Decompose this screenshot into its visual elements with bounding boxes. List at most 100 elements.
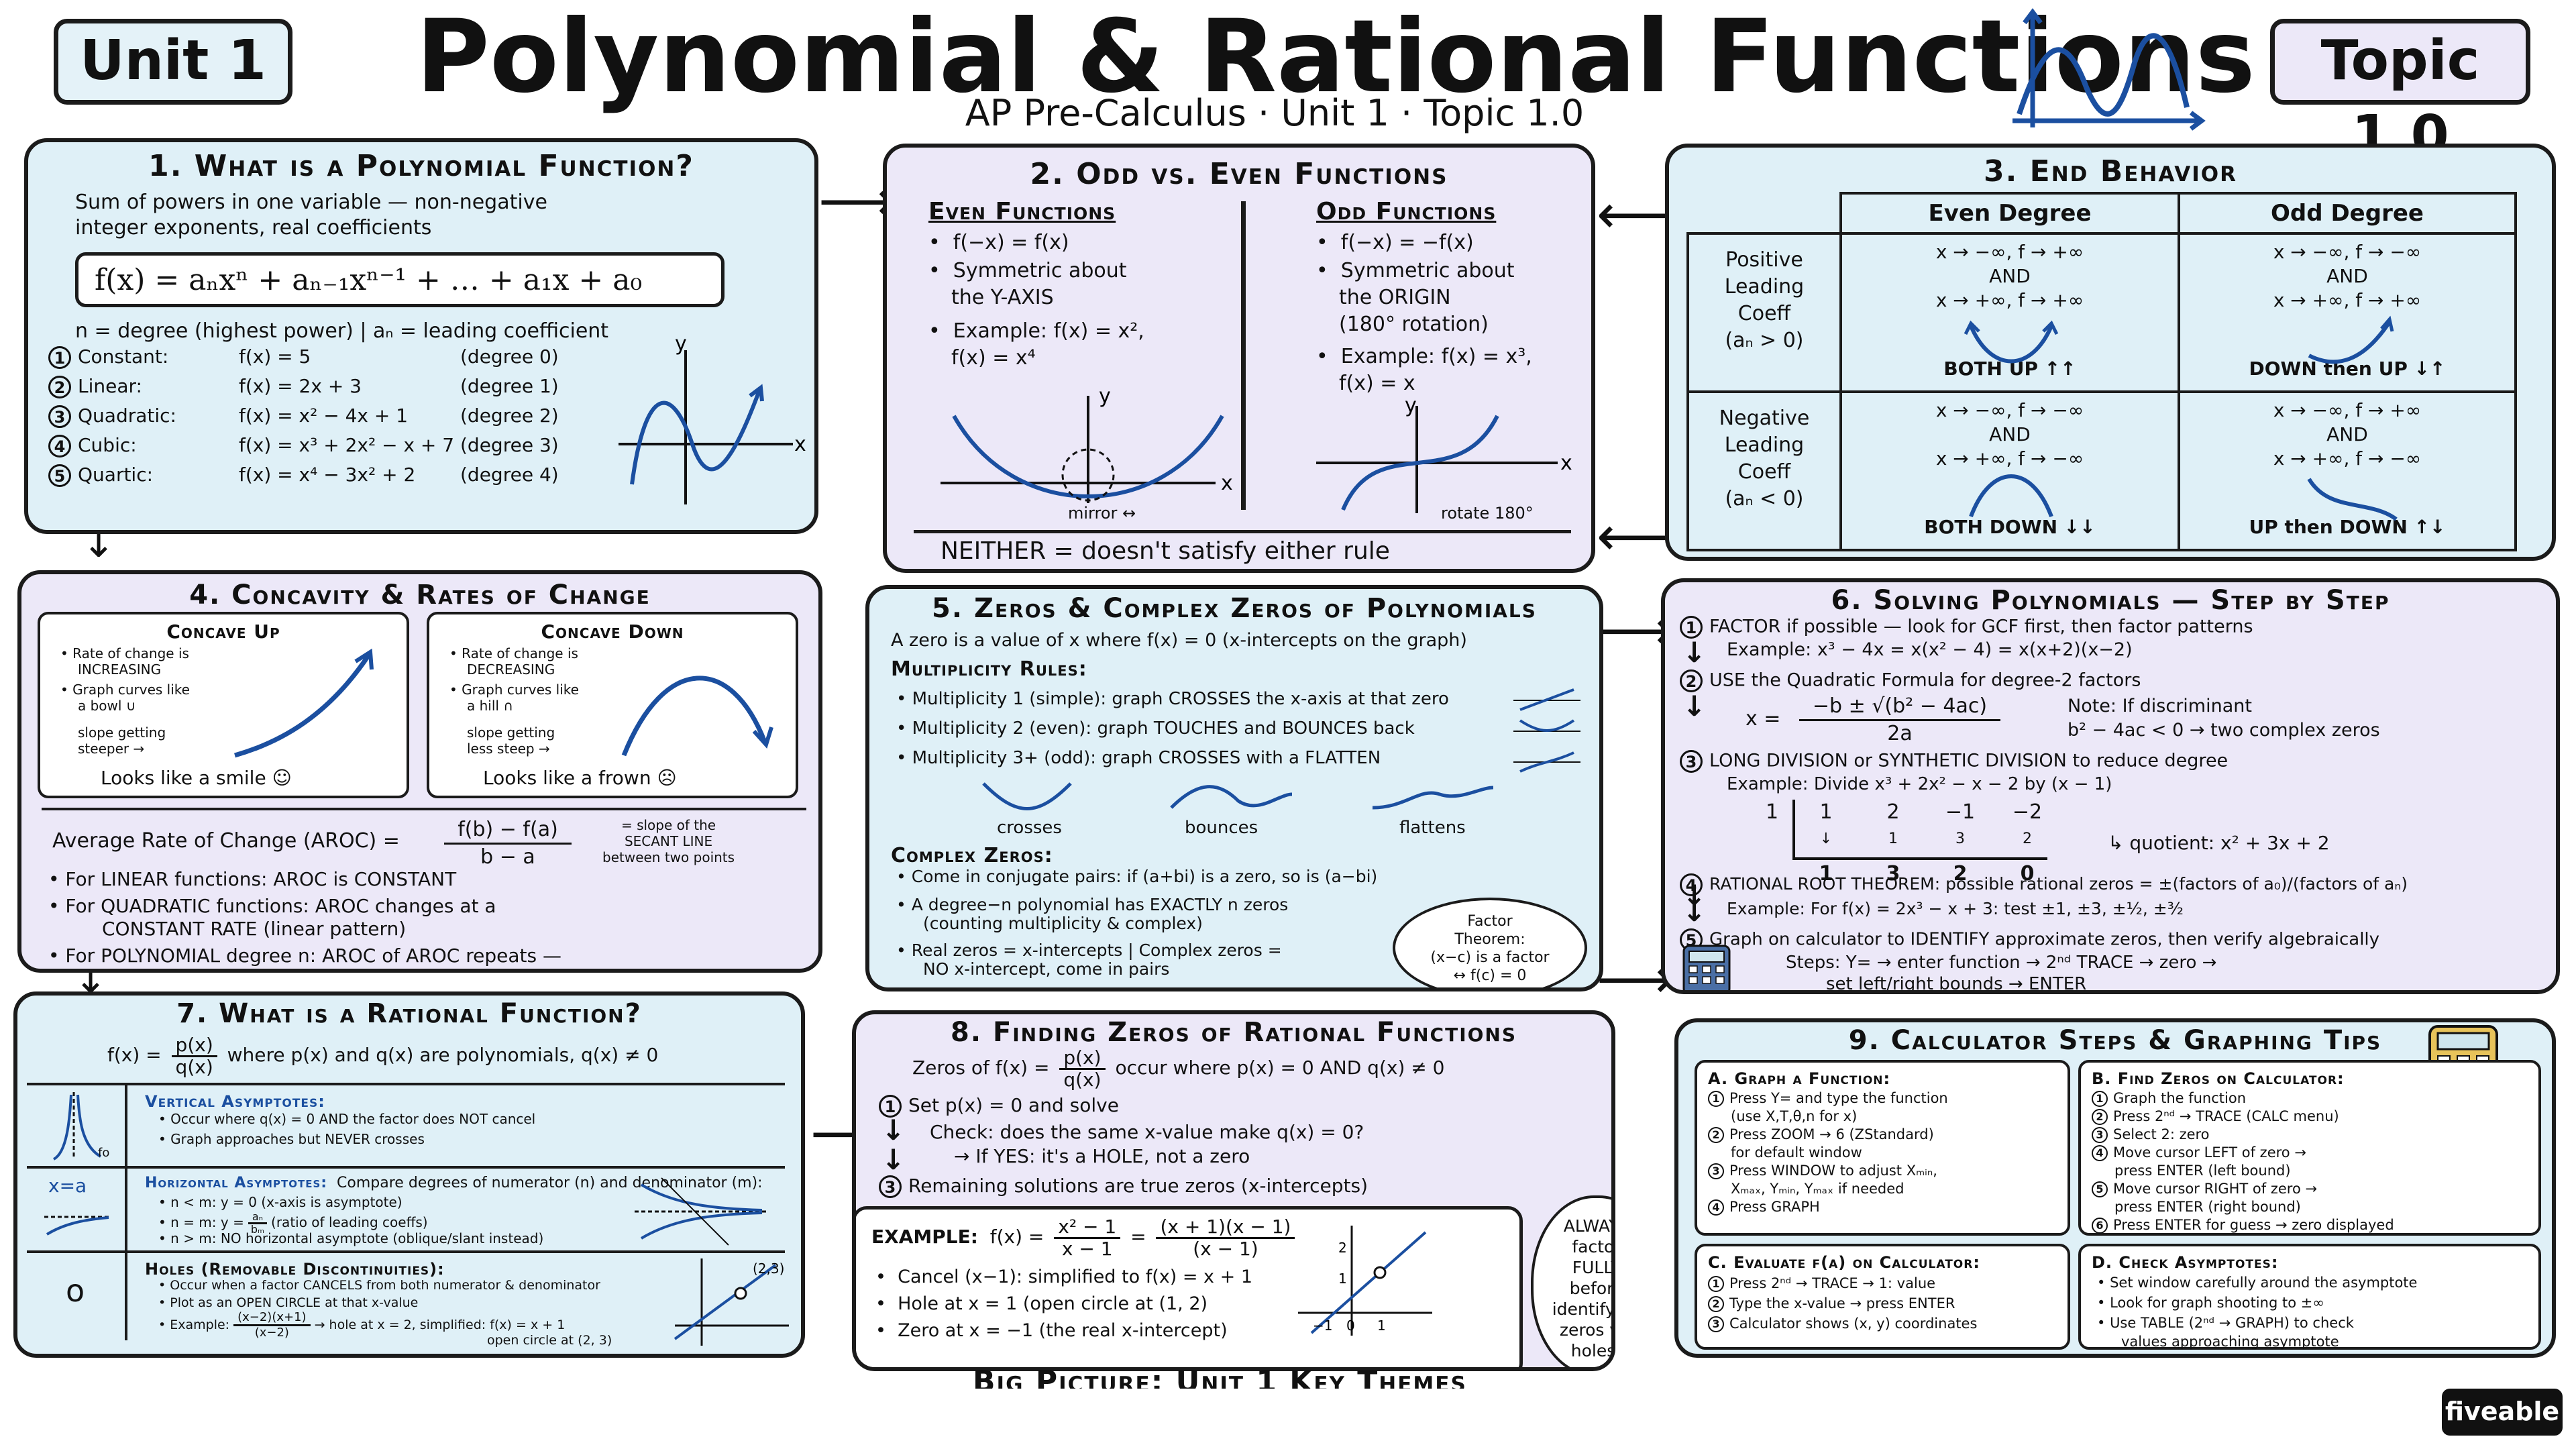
calc-step-text: Press 2ⁿᵈ → TRACE → 1: value xyxy=(1729,1275,1936,1291)
rational-table-vline xyxy=(125,1085,127,1340)
step-1-example: Example: x³ − 4x = x(x² − 4) = x(x+2)(x−… xyxy=(1727,639,2133,660)
page-subtitle: AP Pre-Calculus · Unit 1 · Topic 1.0 xyxy=(965,92,1585,134)
hole-graph: (2,3) xyxy=(674,1258,789,1346)
calc-step-text: Graph the function xyxy=(2113,1090,2247,1106)
complex-zero-line: • Come in conjugate pairs: if (a+bi) is … xyxy=(896,867,1378,886)
section-6-title: 6. Solving Polynomials — Step by Step xyxy=(1831,585,2390,616)
type-name: Linear: xyxy=(78,375,142,397)
odd-bullet-3b: f(x) = x xyxy=(1339,372,1415,395)
pos-odd-line: x → +∞, f → +∞ xyxy=(2273,289,2422,311)
section-3-panel: 3. End Behavior Even Degree Odd Degree P… xyxy=(1665,144,2556,561)
complex-zero-text: Come in conjugate pairs: if (a+bi) is a … xyxy=(911,867,1378,886)
va-title: Vertical Asymptotes: xyxy=(145,1092,325,1111)
synth-cell: −2 xyxy=(2012,800,2043,824)
complex-zeros-title: Complex Zeros: xyxy=(891,844,1053,867)
calc-step-text: Type the x-value → press ENTER xyxy=(1729,1295,1955,1311)
s8-example-graph: 2 1 −1 0 1 xyxy=(1298,1226,1432,1336)
s2-even-x-label: x xyxy=(1221,472,1233,495)
always-factor-line: holes! xyxy=(1570,1341,1615,1360)
synth-cell: 1 xyxy=(1888,830,1898,847)
synth-cell: 2 xyxy=(2023,830,2032,847)
step-arrow-1: ↓ xyxy=(1682,636,1707,669)
step-4-example: Example: For f(x) = 2x³ − x + 3: test ±1… xyxy=(1727,899,2184,918)
type-formula: f(x) = x³ + 2x² − x + 7 xyxy=(239,434,455,456)
calculator-icon xyxy=(1682,945,1731,990)
end-behavior-header-even: Even Degree xyxy=(1839,192,2180,235)
up-bullet-2b: a bowl ∪ xyxy=(78,698,136,714)
rational-definition: f(x) = p(x)q(x) where p(x) and q(x) are … xyxy=(107,1033,659,1078)
s8-tick-x1: 1 xyxy=(1377,1318,1386,1334)
complex-zero-text: A degree−n polynomial has EXACTLY n zero… xyxy=(911,895,1289,914)
page-title: Polynomial & Rational Functions xyxy=(416,0,2255,115)
calc-step-text: Calculator shows (x, y) coordinates xyxy=(1729,1316,1978,1332)
shape-label: crosses xyxy=(997,818,1062,838)
down-frown: Looks like a frown ☹ xyxy=(483,767,677,789)
even-bullet-2: • Symmetric about xyxy=(928,259,1127,282)
section-8-title: 8. Finding Zeros of Rational Functions xyxy=(950,1017,1517,1048)
calc-d-title: D. Check Asymptotes: xyxy=(2092,1253,2279,1272)
polynomial-formula-box: f(x) = aₙxⁿ + aₙ₋₁xⁿ⁻¹ + … + a₁x + a₀ xyxy=(75,252,724,307)
section-2-panel: 2. Odd vs. Even Functions Even Functions… xyxy=(883,144,1595,573)
s8-tick-x0: 0 xyxy=(1346,1318,1355,1334)
flow-arrow-3-2b: ⟵ xyxy=(1597,505,1674,568)
s8-tick-y2: 2 xyxy=(1338,1240,1347,1256)
even-odd-divider xyxy=(1241,201,1246,510)
neg-odd-line: x → +∞, f → −∞ xyxy=(2273,447,2422,470)
s8-ex-bullet-3: • Zero at x = −1 (the real x-intercept) xyxy=(875,1320,1228,1341)
always-factor-line: identifying xyxy=(1552,1299,1615,1319)
quotient: ↳ quotient: x² + 3x + 2 xyxy=(2108,832,2330,854)
calc-step-text: Press WINDOW to adjust Xₘᵢₙ, xyxy=(1729,1163,1937,1179)
calc-step-text: Move cursor LEFT of zero → xyxy=(2113,1144,2306,1161)
aroc-fraction: f(b) − f(a) b − a xyxy=(444,817,572,870)
even-bullet-3: • Example: f(x) = x², xyxy=(928,319,1144,343)
type-formula: f(x) = x² − 4x + 1 xyxy=(239,405,409,427)
calc-a-title: A. Graph a Function: xyxy=(1708,1069,1891,1088)
row-neg-label-line: Coeff xyxy=(1737,460,1791,484)
calc-step-number: 3 xyxy=(1708,1316,1724,1332)
even-function-graph: x y xyxy=(941,384,1233,503)
s8-ifyes: → If YES: it's a HOLE, not a zero xyxy=(954,1145,1250,1167)
s1-graph-y-label: y xyxy=(675,332,687,356)
section-1-title: 1. What is a Polynomial Function? xyxy=(148,149,694,183)
flow-arrow-5-6: ⟶ xyxy=(1597,599,1674,661)
synth-cell: 1 xyxy=(1819,862,1833,885)
calc-step-text: Press ZOOM → 6 (ZStandard) xyxy=(1729,1126,1934,1142)
aroc-note-line: between two points xyxy=(602,849,735,865)
type-degree: (degree 4) xyxy=(460,464,559,486)
s1-graph-x-label: x xyxy=(794,433,806,456)
pos-even-curve xyxy=(1964,320,2059,364)
pos-even-line: x → −∞, f → +∞ xyxy=(1935,241,2084,263)
calc-step-text: Move cursor RIGHT of zero → xyxy=(2113,1181,2318,1197)
flow-arrow-3-2: ⟵ xyxy=(1597,183,1674,246)
holes-icon: o xyxy=(66,1273,85,1309)
multiplicity-rule-text: Multiplicity 1 (simple): graph CROSSES t… xyxy=(912,689,1449,709)
multiplicity-rule-text: Multiplicity 2 (even): graph TOUCHES and… xyxy=(912,718,1415,739)
function-graph-icon xyxy=(2012,8,2206,131)
calc-step-text: Press ENTER for guess → zero displayed xyxy=(2113,1217,2394,1233)
complex-zero-line: (counting multiplicity & complex) xyxy=(923,914,1203,934)
always-factor-line: zeros vs. xyxy=(1559,1320,1611,1340)
aroc-bullet: differences eventually become constant xyxy=(68,967,445,969)
aroc-label: Average Rate of Change (AROC) = xyxy=(52,829,400,853)
s2-odd-x-label: x xyxy=(1560,451,1572,475)
va-bullet-2: • Graph approaches but NEVER crosses xyxy=(158,1131,425,1147)
holes-bullet-1: • Occur when a factor CANCELS from both … xyxy=(158,1278,600,1293)
section-5-panel: 5. Zeros & Complex Zeros of Polynomials … xyxy=(865,585,1603,991)
quadratic-note-2: b² − 4ac < 0 → two complex zeros xyxy=(2068,720,2380,741)
even-caption: mirror ↔ xyxy=(1068,504,1136,523)
holes-bullet-3b: open circle at (2, 3) xyxy=(487,1333,612,1348)
synth-cell: ↓ xyxy=(1819,830,1833,847)
factor-theorem-line: ↔ f(c) = 0 xyxy=(1453,967,1527,984)
multiplicity-rule: • Multiplicity 3+ (odd): graph CROSSES w… xyxy=(896,748,1381,768)
aroc-note-line: SECANT LINE xyxy=(624,833,713,849)
